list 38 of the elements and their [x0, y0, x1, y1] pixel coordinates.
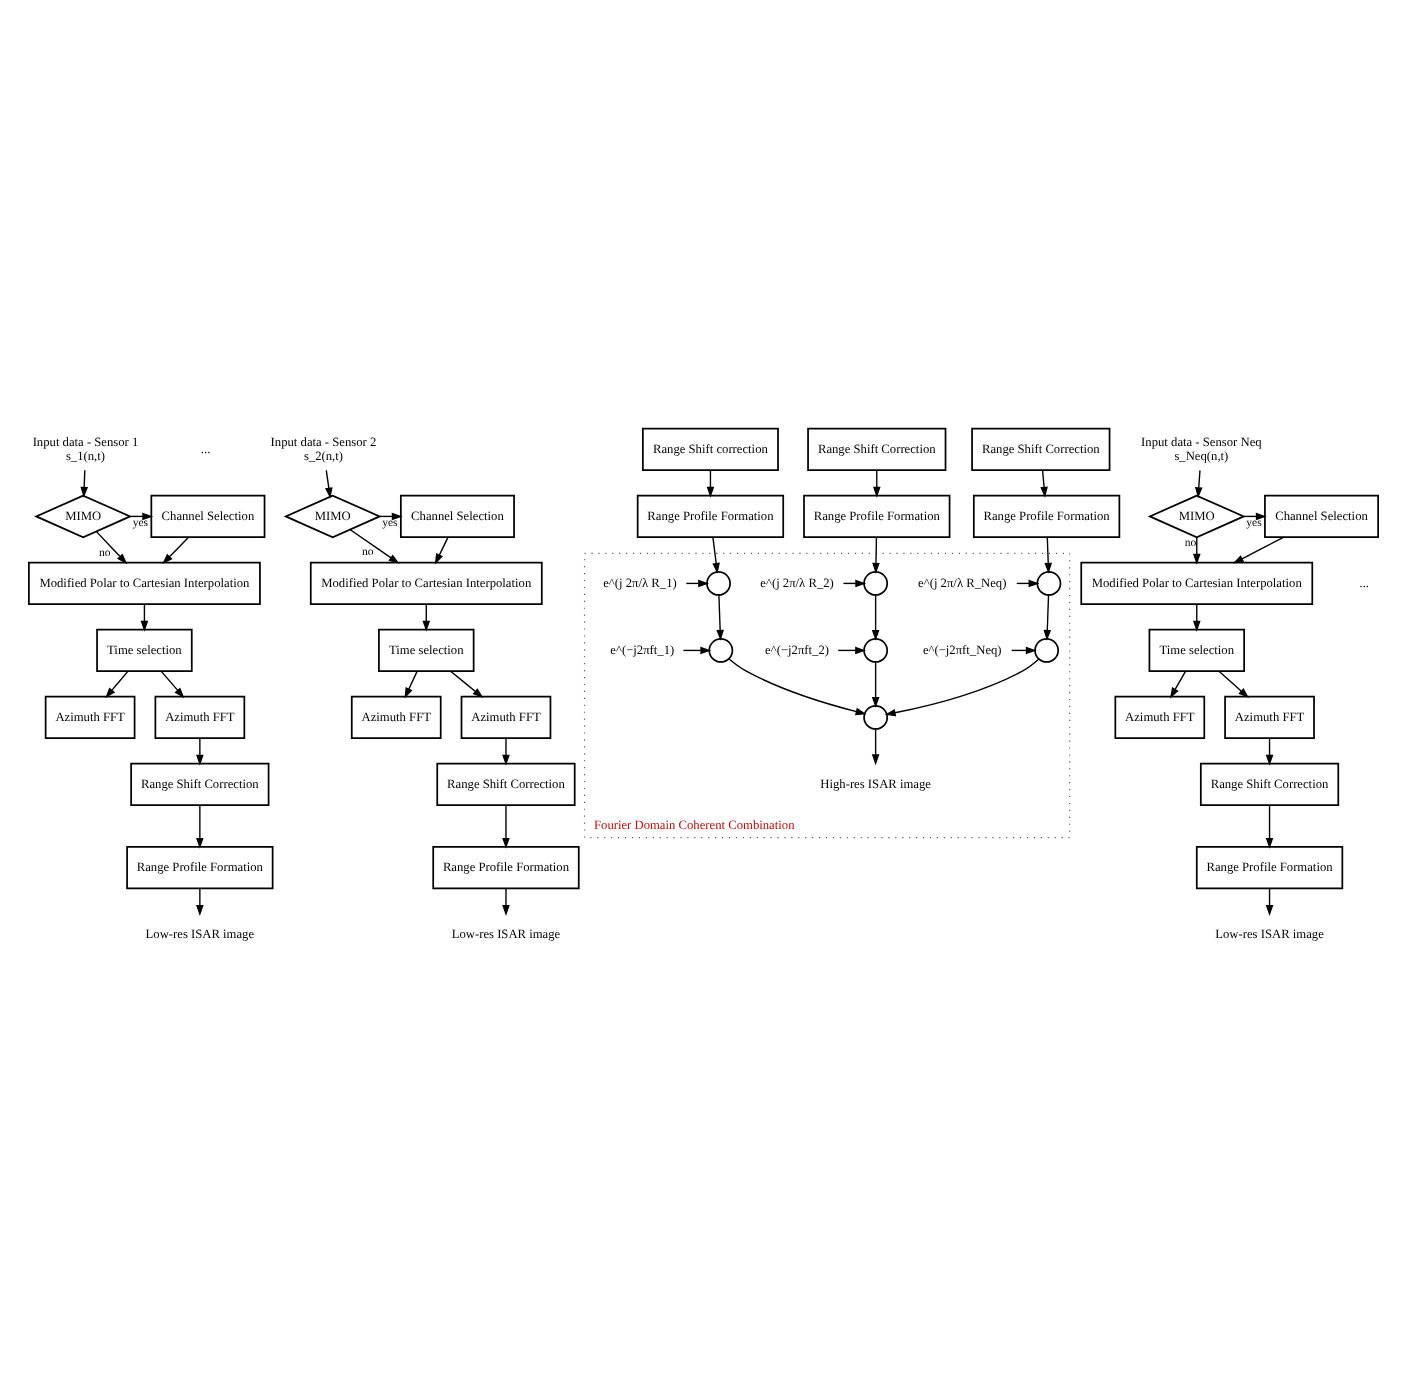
arrow — [716, 593, 724, 640]
node-circle — [863, 637, 889, 662]
arrow — [1218, 669, 1250, 697]
arrow — [1232, 535, 1285, 563]
node-circle — [863, 570, 889, 595]
arrow — [449, 669, 484, 697]
arrow — [349, 528, 400, 563]
arrow — [160, 669, 185, 698]
arrow — [502, 803, 510, 848]
arrow — [871, 660, 880, 707]
arrow — [1043, 593, 1052, 640]
arrow — [712, 535, 720, 573]
arrow — [434, 535, 449, 564]
arrow — [105, 669, 129, 698]
arrow — [1040, 468, 1048, 497]
arrow — [502, 886, 510, 915]
arrow — [884, 657, 1040, 716]
arrow — [728, 657, 867, 715]
arrow — [404, 669, 418, 698]
arrow — [162, 535, 190, 564]
arrow — [196, 736, 204, 765]
arrow — [1265, 803, 1274, 848]
arrow — [502, 736, 510, 765]
arrow — [196, 886, 204, 915]
arrow — [1170, 669, 1187, 698]
node-circle — [706, 570, 731, 595]
arrow — [872, 535, 880, 573]
arrow — [1194, 468, 1203, 498]
arrow — [871, 727, 880, 765]
node-circle — [1034, 637, 1059, 662]
arrow — [196, 803, 204, 848]
node-circle — [708, 637, 734, 662]
arrow — [871, 593, 880, 640]
node-circle — [863, 704, 889, 729]
arrow — [1044, 535, 1053, 573]
arrow — [95, 529, 128, 564]
arrow — [325, 468, 333, 498]
node-circle — [1036, 570, 1062, 595]
